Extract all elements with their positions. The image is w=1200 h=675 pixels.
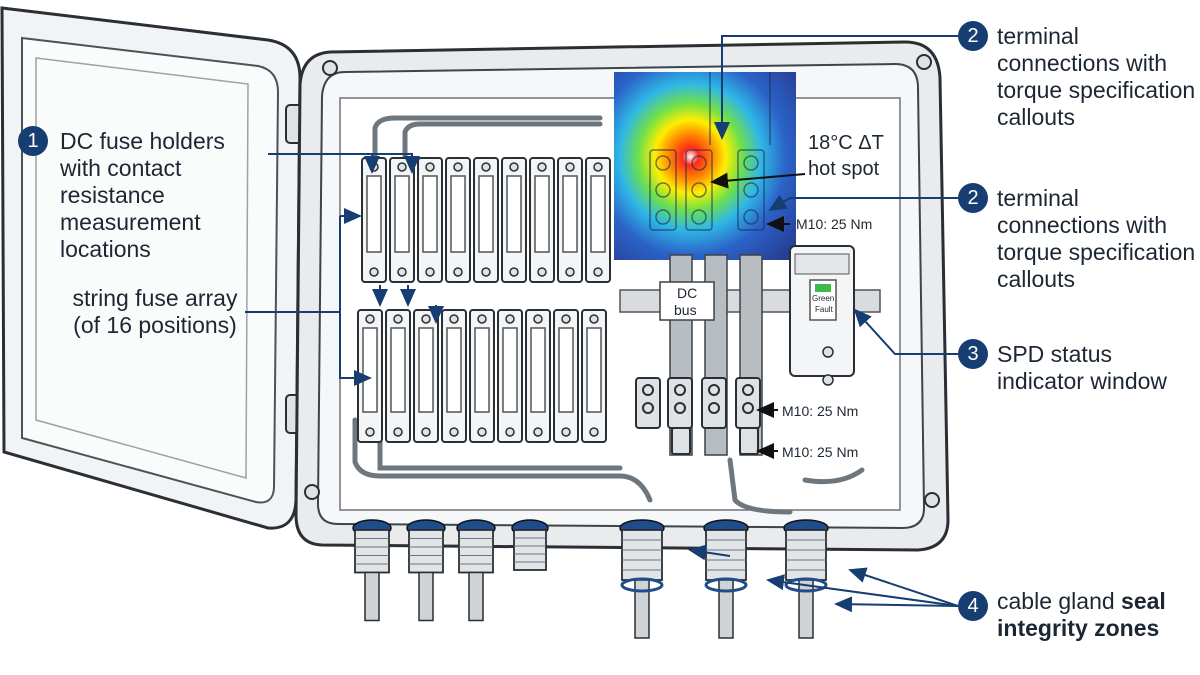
spd-green-label: Green [812,294,835,303]
fuse-holder [389,157,415,283]
cable-gland [456,519,496,622]
callout-1-badge: 1 [18,126,48,156]
fuse-holder [417,157,443,283]
fuse-holder [497,309,523,443]
fuse-holder [529,157,555,283]
fuse-holder [385,309,411,443]
torque-label-3: M10: 25 Nm [782,444,859,460]
fuse-holder [361,157,387,283]
fuse-holder [413,309,439,443]
callout-2a-text: terminal connections with torque specifi… [997,23,1196,130]
fuse-holder [557,157,583,283]
enclosure-door [0,6,302,530]
callout-1-text: DC fuse holders with contact resistance … [60,128,225,262]
fuse-holder [445,157,471,283]
string-fuse-array-text: string fuse array (of 16 positions) [72,285,238,338]
fuse-holders-bottom-row [357,309,607,443]
hot-spot-temp-label: 18°C ΔT [808,132,884,154]
callout-4-text-bold: seal integrity zones [997,588,1166,641]
callout-3-text: SPD status indicator window [997,341,1168,394]
fuse-holder [441,309,467,443]
cable-gland [511,519,549,571]
torque-label-2: M10: 25 Nm [782,403,859,419]
callout-2b-text: terminal connections with torque specifi… [997,185,1196,292]
callout-3-badge: 3 [958,339,988,369]
spd-module [789,245,855,386]
cable-gland [783,519,829,639]
dc-bus-label-line2: bus [674,302,697,318]
callout-2b-badge: 2 [958,183,988,213]
fuse-holder [357,309,383,443]
fuse-holder [501,157,527,283]
torque-label-1: M10: 25 Nm [796,216,873,232]
fuse-holder [553,309,579,443]
callout-4-text-normal: cable gland [997,588,1122,614]
fuse-holder [469,309,495,443]
cable-gland [352,519,392,622]
callout-2a-badge: 2 [958,21,988,51]
leader-lines [245,35,959,613]
cable-gland [619,519,665,639]
fuse-holder [585,157,611,283]
dc-bus-label-line1: DC [677,285,698,301]
thermal-image [614,72,796,260]
hot-spot-label: hot spot [808,158,880,180]
cable-gland [703,519,749,639]
callout-4-text: cable gland seal integrity zones [997,588,1187,642]
callout-4-badge: 4 [958,591,988,621]
fuse-holder [525,309,551,443]
fuse-holder [473,157,499,283]
cable-gland [406,519,446,622]
fuse-holder [581,309,607,443]
internal-wiring [352,115,865,515]
torque-pointers [710,172,806,459]
spd-fault-label: Fault [815,305,833,314]
fuse-holders-top-row [361,157,611,283]
cable-glands [352,519,829,639]
